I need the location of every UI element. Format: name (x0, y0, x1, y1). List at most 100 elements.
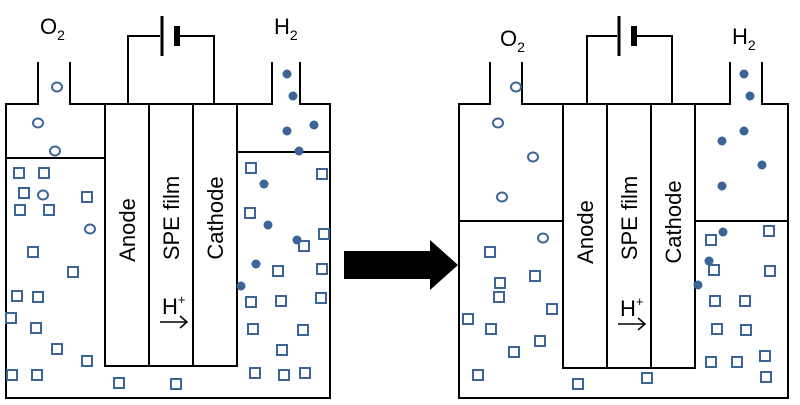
water-molecule (13, 167, 25, 179)
proton-label-before: H+ (162, 292, 185, 319)
hydrogen-bubble (693, 280, 703, 290)
circuit-wire-after (586, 35, 673, 104)
water-molecule (67, 266, 79, 278)
water-molecule (6, 369, 18, 381)
water-molecule (494, 277, 506, 289)
water-molecule (30, 322, 42, 334)
water-molecule (43, 204, 55, 216)
hydrogen-bubble (282, 69, 292, 79)
particles-before (5, 69, 330, 390)
water-molecule (705, 356, 717, 368)
oxygen-bubble (510, 81, 522, 93)
tank-outline-after (458, 62, 789, 399)
hydrogen-bubble (704, 256, 714, 266)
water-molecule (485, 323, 497, 335)
water-molecule (740, 324, 752, 336)
water-molecule (546, 303, 558, 315)
water-molecule (493, 291, 505, 303)
hydrogen-bubble (282, 126, 292, 136)
oxygen-bubble (496, 191, 508, 203)
water-molecule (759, 350, 771, 362)
water-molecule (14, 204, 26, 216)
hydrogen-bubble (739, 69, 749, 79)
cathode-label-after: Cathode (661, 180, 686, 263)
water-molecule (709, 295, 721, 307)
water-molecule (299, 367, 311, 379)
proton-arrow-before (160, 315, 189, 329)
water-molecule (760, 371, 772, 383)
water-molecule (18, 187, 30, 199)
water-molecule (276, 344, 288, 356)
water-molecule (708, 264, 720, 276)
proton-label-after: H+ (620, 294, 643, 321)
water-molecule (272, 265, 284, 277)
water-molecule (705, 234, 717, 246)
water-molecule (38, 167, 50, 179)
water-molecule (51, 343, 63, 355)
hydrogen-bubble (263, 220, 273, 230)
spe-label-after: SPE film (617, 176, 642, 260)
hydrogen-bubble (309, 120, 319, 130)
proton-arrow-after (618, 317, 647, 331)
water-molecule (245, 162, 257, 174)
hydrogen-bubble (757, 160, 767, 170)
oxygen-bubble (51, 81, 63, 93)
particles-after (462, 69, 776, 390)
o2-label-after: O2 (500, 26, 525, 55)
water-molecule (764, 265, 776, 277)
water-molecule (298, 240, 310, 252)
oxygen-bubble (37, 189, 49, 201)
hydrogen-bubble (236, 281, 246, 291)
water-molecule (244, 207, 256, 219)
cathode-label-before: Cathode (203, 176, 228, 259)
water-molecule (170, 378, 182, 390)
water-molecule (245, 296, 257, 308)
water-molecule (641, 372, 653, 384)
water-molecule (572, 378, 584, 390)
water-molecule (32, 291, 44, 303)
water-molecule (113, 377, 125, 389)
hydrogen-bubble (745, 91, 755, 101)
water-molecule (275, 295, 287, 307)
water-molecule (81, 355, 93, 367)
hydrogen-bubble (718, 227, 728, 237)
water-molecule (11, 290, 23, 302)
water-molecule (278, 369, 290, 381)
water-molecule (484, 246, 496, 258)
water-molecule (508, 346, 520, 358)
hydrogen-bubble (717, 181, 727, 191)
water-molecule (731, 356, 743, 368)
oxygen-bubble (84, 223, 96, 235)
tank-outline-before (5, 62, 331, 399)
water-molecule (5, 312, 17, 324)
cell-after: O2 H2 Anode SPE film Cathode H+ (458, 16, 789, 399)
water-molecule (249, 367, 261, 379)
water-molecule (739, 295, 751, 307)
oxygen-bubble (527, 151, 539, 163)
water-molecule (315, 292, 327, 304)
water-molecule (81, 191, 93, 203)
right-arrow-icon (344, 240, 458, 290)
hydrogen-bubble (259, 179, 269, 189)
hydrogen-bubble (739, 126, 749, 136)
oxygen-bubble (49, 145, 61, 157)
water-molecule (27, 246, 39, 258)
water-molecule (316, 168, 328, 180)
hydrogen-bubble (717, 136, 727, 146)
water-molecule (534, 335, 546, 347)
water-molecule (318, 228, 330, 240)
oxygen-bubble (32, 117, 44, 129)
water-molecule (529, 270, 541, 282)
water-molecule (297, 324, 309, 336)
cell-before: O2 H2 Anode SPE film Cathode H+ (5, 14, 331, 399)
anode-label-before: Anode (115, 198, 140, 262)
water-molecule (472, 369, 484, 381)
h2-label-after: H2 (732, 24, 756, 53)
anode-label-after: Anode (573, 200, 598, 264)
spe-label-before: SPE film (159, 176, 184, 260)
o2-label-before: O2 (40, 14, 65, 43)
water-molecule (247, 323, 259, 335)
circuit-wire-before (127, 35, 215, 104)
oxygen-bubble (537, 232, 549, 244)
